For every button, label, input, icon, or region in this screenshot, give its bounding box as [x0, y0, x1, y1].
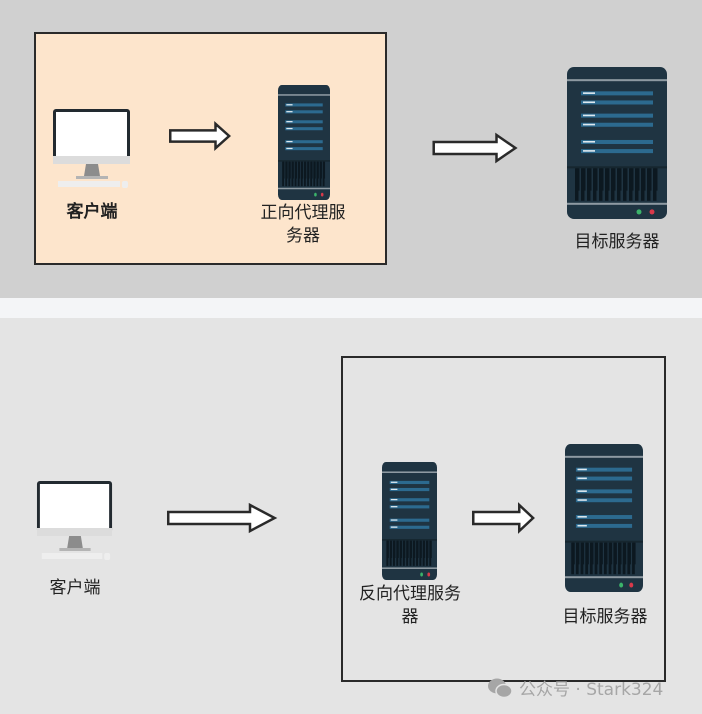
- arrow-right-icon: [169, 121, 231, 151]
- watermark: 公众号 · Stark324: [487, 675, 663, 700]
- divider: [0, 298, 702, 318]
- client-monitor-icon: [52, 108, 132, 190]
- forward-proxy-server-icon: [278, 85, 330, 200]
- wechat-icon: [488, 678, 513, 698]
- arrow-right-icon: [166, 502, 278, 534]
- arrow-right-icon: [472, 502, 535, 534]
- target-server-label: 目标服务器: [562, 607, 648, 627]
- target-server-label: 目标服务器: [574, 232, 660, 252]
- client-label: 客户端: [66, 202, 118, 222]
- forward-proxy-label: 正向代理服务器: [260, 203, 346, 246]
- arrow-right-icon: [432, 132, 518, 164]
- reverse-proxy-label: 反向代理服务器: [359, 584, 461, 627]
- client-monitor-icon: [36, 480, 114, 562]
- target-server-icon: [567, 67, 667, 219]
- client-label: 客户端: [49, 578, 101, 598]
- reverse-proxy-server-icon: [382, 462, 437, 580]
- watermark-text: 公众号 · Stark324: [519, 680, 664, 700]
- target-server-icon: [565, 444, 643, 592]
